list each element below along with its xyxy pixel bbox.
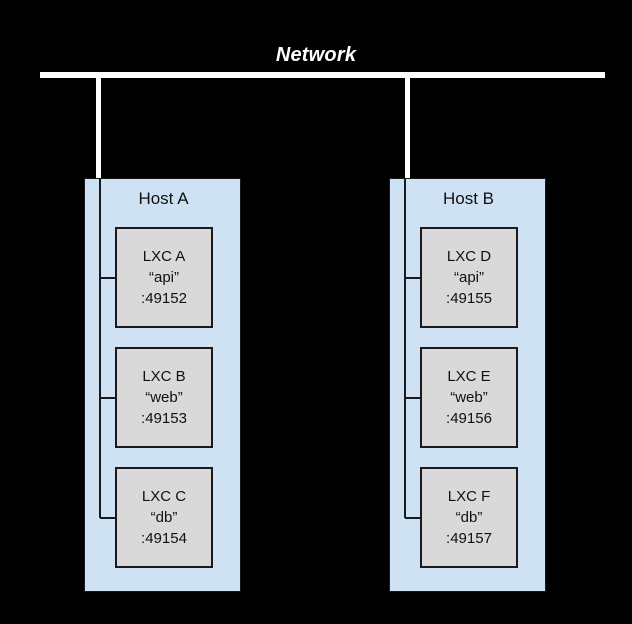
container-box-lxc-a: LXC A “api” :49152 (115, 227, 213, 328)
host-a-title: Host A (138, 189, 189, 208)
host-box-b: Host B LXC D “api” :49155 LXC E “web” :4… (389, 178, 546, 592)
host-box-a: Host A LXC A “api” :49152 LXC B “web” :4… (84, 178, 241, 592)
network-bus-line (40, 72, 605, 78)
host-b-internal-bus (404, 179, 406, 518)
lxc-f-alias: “db” (455, 509, 483, 526)
host-a-connector-3 (100, 517, 116, 519)
lxc-d-alias: “api” (453, 269, 484, 286)
host-b-connector-3 (405, 517, 421, 519)
lxc-b-port: :49153 (141, 410, 187, 427)
lxc-e-name: LXC E (447, 368, 491, 385)
lxc-d-name: LXC D (446, 248, 492, 265)
host-b-connector-2 (405, 397, 421, 399)
lxc-e-alias: “web” (450, 389, 488, 406)
container-box-lxc-c: LXC C “db” :49154 (115, 467, 213, 568)
host-a-connector-1 (100, 277, 116, 279)
container-box-lxc-e: LXC E “web” :49156 (420, 347, 518, 448)
lxc-f-name: LXC F (447, 488, 491, 505)
lxc-d-port: :49155 (446, 290, 492, 307)
host-b-connector-1 (405, 277, 421, 279)
lxc-e-port: :49156 (446, 410, 492, 427)
network-drop-line-host-b (405, 72, 410, 180)
lxc-a-name: LXC A (142, 248, 186, 265)
network-label: Network (275, 44, 357, 66)
lxc-c-name: LXC C (141, 488, 187, 505)
lxc-c-alias: “db” (150, 509, 178, 526)
host-a-connector-2 (100, 397, 116, 399)
lxc-a-alias: “api” (148, 269, 179, 286)
container-box-lxc-b: LXC B “web” :49153 (115, 347, 213, 448)
network-drop-line-host-a (96, 72, 101, 180)
lxc-f-port: :49157 (446, 530, 492, 547)
lxc-b-name: LXC B (142, 368, 186, 385)
lxc-c-port: :49154 (141, 530, 187, 547)
container-box-lxc-d: LXC D “api” :49155 (420, 227, 518, 328)
container-box-lxc-f: LXC F “db” :49157 (420, 467, 518, 568)
lxc-a-port: :49152 (141, 290, 187, 307)
lxc-b-alias: “web” (145, 389, 183, 406)
host-a-internal-bus (99, 179, 101, 518)
host-b-title: Host B (442, 189, 495, 208)
